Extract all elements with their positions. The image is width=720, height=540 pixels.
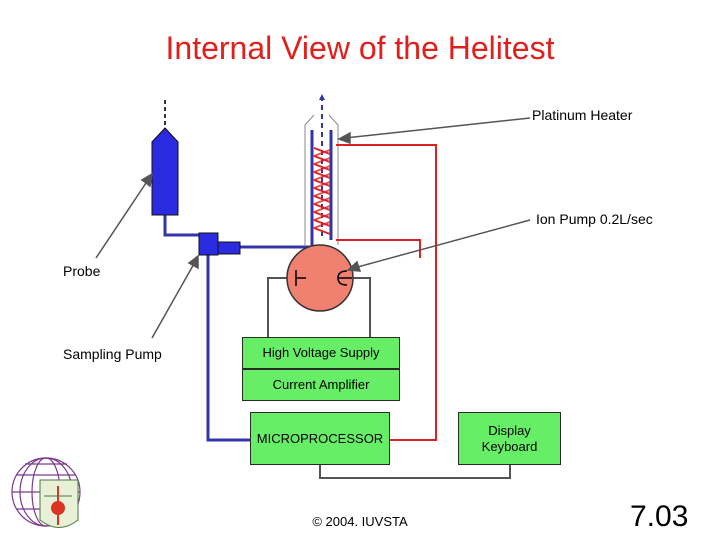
current-amplifier-box: Current Amplifier [242, 369, 400, 401]
ion-pump [286, 244, 354, 312]
display-label: Display [488, 422, 531, 438]
sampling-pump-block [198, 232, 219, 256]
microprocessor-label: MICROPROCESSOR [256, 430, 384, 446]
keyboard-label: Keyboard [481, 438, 538, 454]
page-number: 7.03 [630, 500, 689, 533]
sampling-pump-port [217, 241, 241, 255]
platinum-heater-label: Platinum Heater [532, 107, 633, 123]
high-voltage-supply-box: High Voltage Supply [242, 337, 400, 369]
flow-arrow-head [319, 94, 325, 100]
probe-body [151, 127, 179, 216]
high-voltage-supply-label: High Voltage Supply [262, 345, 380, 360]
microprocessor-box: MICROPROCESSOR [250, 412, 390, 465]
sampling-pump-label: Sampling Pump [63, 346, 162, 362]
iuvsta-logo-emblem [39, 479, 79, 528]
red-heater-wires [336, 144, 437, 441]
display-keyboard-box: Display Keyboard [458, 412, 561, 465]
gray-wires [267, 277, 511, 479]
slide-title: Internal View of the Helitest [165, 30, 555, 66]
current-amplifier-label: Current Amplifier [272, 377, 370, 392]
ion-pump-electrodes [295, 270, 352, 286]
platinum-heater-coil [313, 147, 331, 235]
probe-label: Probe [63, 263, 101, 279]
copyright-footer: © 2004. IUVSTA [312, 514, 408, 529]
heater-tube [304, 114, 339, 245]
ion-pump-label: Ion Pump 0.2L/sec [536, 211, 653, 227]
pointer-arrows [95, 117, 531, 339]
